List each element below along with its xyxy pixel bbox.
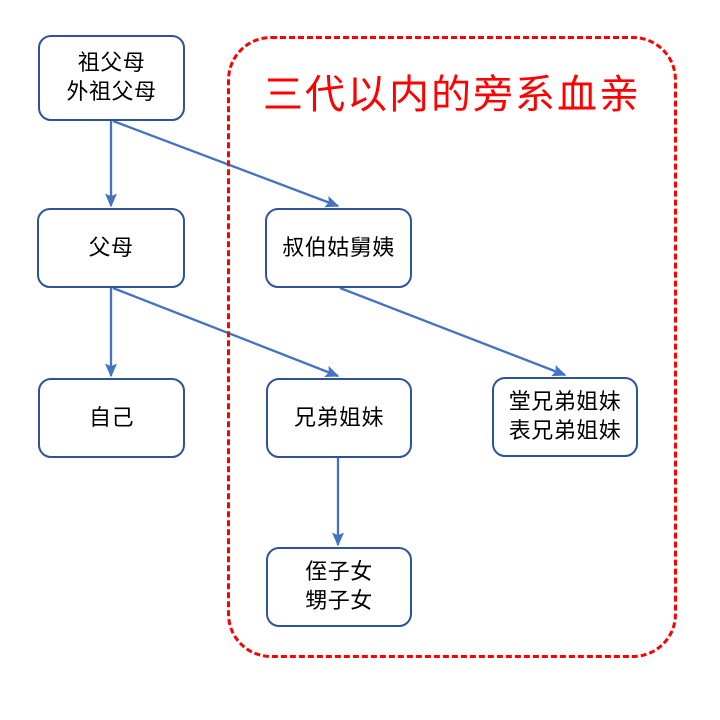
region-title-label: 三代以内的旁系血亲 bbox=[263, 73, 641, 117]
node-nephews[interactable]: 侄子女 甥子女 bbox=[266, 547, 412, 627]
node-uncles-aunts[interactable]: 叔伯姑舅姨 bbox=[265, 208, 412, 288]
collateral-relatives-region bbox=[227, 36, 677, 658]
node-grandparents[interactable]: 祖父母 外祖父母 bbox=[38, 35, 185, 121]
node-cousins[interactable]: 堂兄弟姐妹 表兄弟姐妹 bbox=[492, 377, 638, 457]
node-siblings[interactable]: 兄弟姐妹 bbox=[266, 378, 412, 458]
node-self[interactable]: 自己 bbox=[38, 378, 185, 458]
node-parents[interactable]: 父母 bbox=[37, 208, 185, 288]
